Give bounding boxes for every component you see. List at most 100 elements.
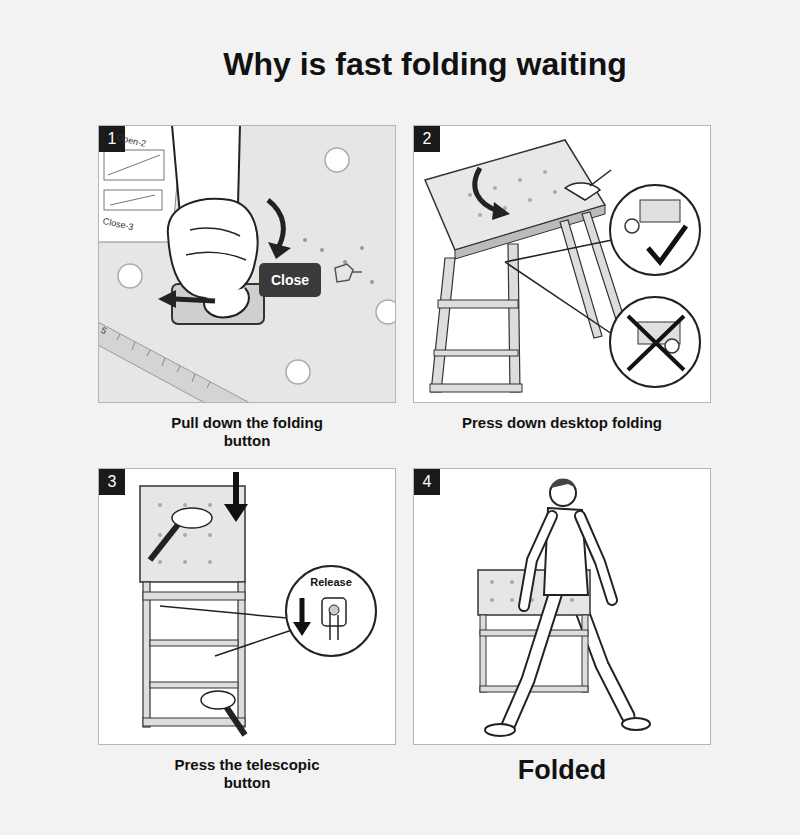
illustration-part (118, 264, 142, 288)
illustration-part (208, 503, 212, 507)
folded-bench-illustration (140, 472, 375, 735)
illustration-part (434, 350, 518, 356)
illustration-part (183, 560, 187, 564)
illustration-part (490, 598, 494, 602)
step-caption: Press down desktop folding (422, 414, 702, 432)
illustration-part (665, 339, 679, 353)
panel-grounds (98, 125, 711, 745)
illustration-part (505, 262, 612, 334)
illustration-part (98, 468, 396, 745)
illustration-part (150, 640, 238, 646)
illustration-part (158, 560, 162, 564)
illustration-part (551, 479, 576, 488)
illustration-part (320, 248, 324, 252)
illustration-part (201, 691, 235, 709)
illustration-part (208, 533, 212, 537)
illustration-part (110, 195, 155, 205)
step-panel: Press down desktop folding2 (413, 125, 711, 403)
illustration-part (143, 582, 150, 727)
carrying-man-illustration (478, 479, 650, 736)
callout-number: 1 (108, 131, 117, 147)
illustration-part (325, 148, 349, 172)
illustration-part (143, 592, 245, 600)
illustration-part (158, 533, 162, 537)
illustration-part (186, 228, 246, 260)
illustration-part (565, 183, 600, 200)
illustration-part (493, 186, 497, 190)
step-panel: Folded4 (413, 468, 711, 745)
sticker-label: 5 (99, 325, 108, 336)
illustration-part (492, 202, 510, 220)
illustration-part (640, 200, 680, 222)
illustration-part (430, 384, 522, 392)
step-panel: Pull down the folding button1Close (98, 125, 396, 403)
illustration-part (370, 280, 374, 284)
illustration-part (438, 300, 518, 308)
illustration-part (580, 516, 612, 600)
illustration-part (480, 630, 588, 636)
callout-number: 2 (423, 131, 432, 147)
illustration-part (508, 244, 520, 392)
illustration-part (117, 334, 210, 388)
illustration-part (508, 592, 556, 726)
illustration-part (215, 630, 292, 656)
step-caption: Folded (432, 754, 692, 786)
illustration-part (413, 468, 711, 745)
illustration-part (590, 170, 611, 186)
illustration-part (233, 472, 239, 508)
illustration-part (98, 125, 396, 403)
illustration-part (455, 205, 605, 259)
illustration-part (510, 598, 514, 602)
illustration-part (478, 213, 482, 217)
illustration-part (192, 374, 195, 382)
illustration-part (360, 246, 364, 250)
illustration-part (322, 598, 346, 626)
illustration-part (98, 322, 250, 403)
illustration-part (104, 190, 162, 210)
illustration-part (543, 170, 547, 174)
illustration-part (143, 718, 245, 726)
illustration-part (158, 503, 162, 507)
illustration-part (224, 504, 248, 522)
illustration-part (98, 125, 396, 403)
button-illustration (98, 125, 396, 403)
illustration-part (510, 580, 514, 584)
bench-illustration (425, 140, 700, 392)
illustration-part (528, 198, 532, 202)
sticker-label: Close-3 (102, 216, 134, 232)
illustration-part (286, 360, 310, 384)
illustration-part (490, 580, 494, 584)
illustration-part (147, 350, 150, 356)
button-label-box: Close (259, 263, 321, 297)
illustration-part (104, 150, 164, 210)
illustration-part (177, 366, 180, 372)
illustration-part (376, 300, 396, 324)
illustration-part (628, 316, 684, 370)
illustration-part (140, 486, 245, 582)
illustration-part (480, 686, 588, 692)
illustration-part (648, 226, 686, 262)
illustration-part (505, 240, 612, 262)
illustration-part (468, 193, 472, 197)
illustration-part (570, 598, 574, 602)
illustration-part (610, 297, 700, 387)
callout-number: 4 (423, 474, 432, 490)
illustration-part (610, 185, 700, 275)
illustration-part (158, 290, 176, 308)
callout-circle: Release (285, 565, 377, 657)
illustration-part (553, 190, 557, 194)
illustration-part (285, 565, 375, 655)
callout-number: 3 (108, 474, 117, 490)
callout-text: Release (287, 567, 375, 588)
illustration-part (431, 258, 455, 392)
illustration-part (168, 199, 258, 298)
illustration-part (508, 592, 556, 726)
illustration-part (150, 682, 238, 688)
step-caption: Pull down the folding button (152, 414, 342, 450)
illustration-part (175, 299, 215, 301)
illustration-part (335, 264, 362, 282)
illustration-part (468, 170, 582, 217)
illustration-part (158, 503, 212, 564)
illustration-part (104, 150, 164, 180)
step-number-box: 3 (99, 469, 125, 495)
